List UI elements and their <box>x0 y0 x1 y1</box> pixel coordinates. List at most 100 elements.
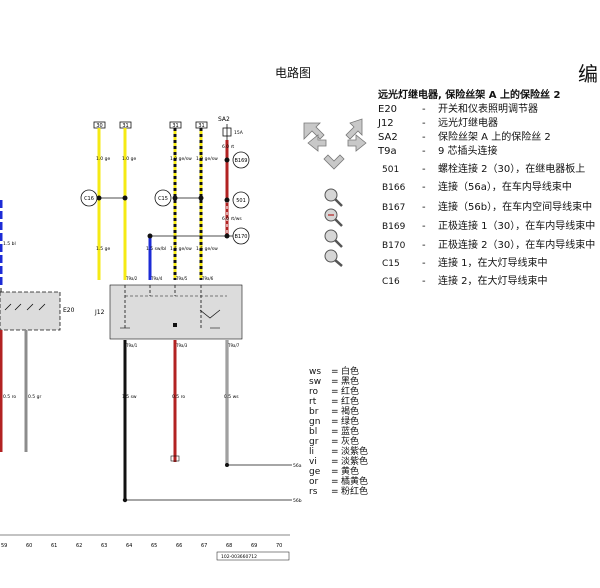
nav-arrows <box>303 118 367 170</box>
wire-spec: 0.5 gr <box>28 394 41 400</box>
wire-spec: 1.5 sw/bl <box>146 246 166 252</box>
legend-text: 开关和仪表照明调节器 <box>438 104 538 115</box>
color-text: 橘黄色 <box>341 477 369 487</box>
color-code: ro <box>309 387 319 397</box>
color-legend-item: ro=红色 <box>309 387 360 397</box>
node-c16: C16 <box>84 196 94 202</box>
color-code: ws <box>309 367 322 377</box>
legend-heading: 远光灯继电器, 保险丝架 A 上的保险丝 2 <box>378 90 561 101</box>
node-501: 501 <box>236 198 246 204</box>
legend-code: B169 <box>382 222 406 232</box>
ref-label: 56b <box>293 498 302 504</box>
arrow-up-left-icon[interactable] <box>303 122 325 140</box>
grid-number: 68 <box>226 543 232 549</box>
legend-item: C15-连接 1，在大灯导线束中 <box>378 254 548 269</box>
color-text: 红色 <box>341 397 360 407</box>
legend-item: B169-正极连接 1（30），在车内导线束中 <box>378 217 595 232</box>
color-legend-item: vi=淡紫色 <box>309 457 369 467</box>
component-label: E20 <box>63 307 75 314</box>
legend-item: E20-开关和仪表照明调节器 <box>378 104 538 115</box>
color-code: or <box>309 477 319 487</box>
relay-j12: J12 <box>94 284 243 340</box>
legend-item: J12-远光灯继电器 <box>378 118 498 129</box>
connector-label: T9a/6 <box>201 276 214 281</box>
arrow-left-icon[interactable] <box>307 134 327 152</box>
terminal-label: 31 <box>172 123 178 129</box>
wiring-diagram: 30 31 31 31 1.5 bl SA2 15A <box>0 116 302 561</box>
zoom-fit-icon[interactable] <box>324 249 343 267</box>
color-legend-item: bl=蓝色 <box>309 427 360 437</box>
connector-label: T9a/2 <box>125 276 138 281</box>
terminal-label: 30 <box>96 123 102 129</box>
color-legend-item: rs=粉红色 <box>309 487 369 497</box>
wire-spec: 1.5 ge/sw <box>170 246 192 252</box>
connector-label: T9a/1 <box>125 343 138 348</box>
yellow-wires <box>97 128 203 280</box>
arrow-right-icon[interactable] <box>347 134 367 152</box>
color-code: bl <box>309 427 318 437</box>
fuse-label: SA2 <box>218 116 230 123</box>
color-legend-item: sw=黑色 <box>309 377 360 387</box>
legend-text: 连接 1，在大灯导线束中 <box>438 258 548 269</box>
wire-spec: 1.0 ge/sw <box>196 156 218 162</box>
top-terminals: 30 31 31 31 <box>93 121 208 129</box>
zoom-tools <box>324 188 343 267</box>
color-code: vi <box>309 457 317 467</box>
legend-text: 连接（56a），在车内导线束中 <box>438 182 572 193</box>
legend-text: 连接（56b），在车内空间导线束中 <box>438 202 593 213</box>
corner-heading: 编 <box>578 62 598 86</box>
legend-code: C16 <box>382 277 400 287</box>
fuse-rating: 15A <box>234 130 244 136</box>
color-text: 红色 <box>341 387 360 397</box>
grid-number: 67 <box>201 543 207 549</box>
zoom-out-icon[interactable] <box>324 208 343 227</box>
legend-text: 正极连接 1（30），在车内导线束中 <box>438 221 596 232</box>
terminal-label: 31 <box>122 123 128 129</box>
color-legend-item: li=淡紫色 <box>309 447 369 457</box>
connector-label: T9a/4 <box>150 276 163 281</box>
grid-number-strip: 59 60 61 62 63 64 65 66 67 68 69 70 102-… <box>0 534 290 561</box>
connector-label: T9a/7 <box>227 343 240 348</box>
legend-item: B170-正极连接 2（30），在车内导线束中 <box>378 236 595 251</box>
node-b169: B169 <box>235 158 248 164</box>
legend-code: B166 <box>382 183 406 193</box>
wire-spec: 1.0 ge <box>96 156 110 162</box>
color-legend-item: gr=灰色 <box>309 437 360 447</box>
wire-spec: 6.0 rt/ws <box>222 216 242 222</box>
terminal-label: 31 <box>198 123 204 129</box>
arrow-down-icon[interactable] <box>323 154 345 170</box>
legend-code: 501 <box>382 165 400 175</box>
color-text: 黄色 <box>341 467 360 477</box>
wire-spec: 1.5 ge <box>96 246 110 252</box>
color-legend-item: br=褐色 <box>309 407 360 417</box>
color-text: 蓝色 <box>341 427 360 437</box>
legend-code: B170 <box>382 241 406 251</box>
color-text: 白色 <box>341 367 360 377</box>
left-wires: 1.5 bl <box>0 200 16 293</box>
color-text: 褐色 <box>341 407 360 417</box>
ref-label: 56a <box>293 463 302 469</box>
color-text: 绿色 <box>341 417 360 427</box>
grid-number: 59 <box>1 543 7 549</box>
grid-number: 61 <box>51 543 57 549</box>
arrow-up-right-icon[interactable] <box>345 118 363 140</box>
legend-code: SA2 <box>378 132 398 143</box>
zoom-in-icon[interactable] <box>324 188 343 207</box>
color-text: 灰色 <box>341 437 360 447</box>
node-b170: B170 <box>235 234 248 240</box>
lower-wires: 0.5 ro 0.5 gr 1.5 sw 0.5 ro 0.5 ws 56a 5… <box>0 330 302 504</box>
legend-text: 连接 2，在大灯导线束中 <box>438 276 548 287</box>
color-code: br <box>309 407 319 417</box>
zoom-reset-icon[interactable] <box>324 229 343 248</box>
legend-code: E20 <box>378 104 398 115</box>
drawing-id: 102-003660712 <box>221 554 257 560</box>
color-code: sw <box>309 377 322 387</box>
legend-item: 501-螺栓连接 2（30），在继电器板上 <box>378 160 585 175</box>
connector-label: T9a/3 <box>175 343 188 348</box>
legend-item: SA2-保险丝架 A 上的保险丝 2 <box>378 132 551 143</box>
legend-text: 保险丝架 A 上的保险丝 2 <box>438 132 551 143</box>
legend-code: B167 <box>382 203 406 213</box>
wire-spec: 0.5 ws <box>224 394 239 400</box>
node-c15: C15 <box>158 196 168 202</box>
color-legend-item: gn=绿色 <box>309 417 360 427</box>
